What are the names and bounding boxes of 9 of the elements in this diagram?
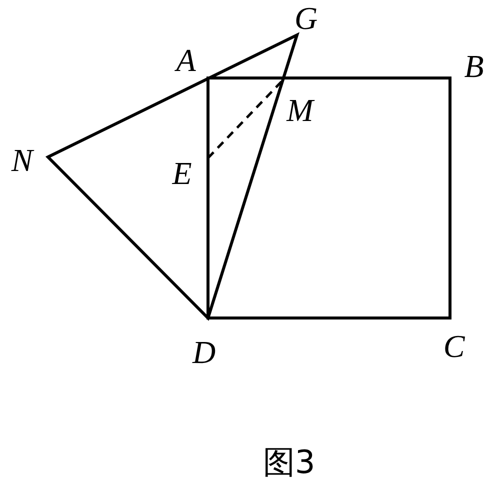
point-label: M (286, 94, 314, 126)
point-label: D (192, 336, 216, 368)
point-label: A (176, 44, 196, 76)
point-label: G (294, 2, 318, 34)
point-label: N (11, 144, 33, 176)
point-label: C (443, 330, 465, 362)
figure-caption: 图3 (262, 446, 316, 478)
point-label: E (172, 157, 192, 189)
point-label: B (464, 50, 484, 82)
